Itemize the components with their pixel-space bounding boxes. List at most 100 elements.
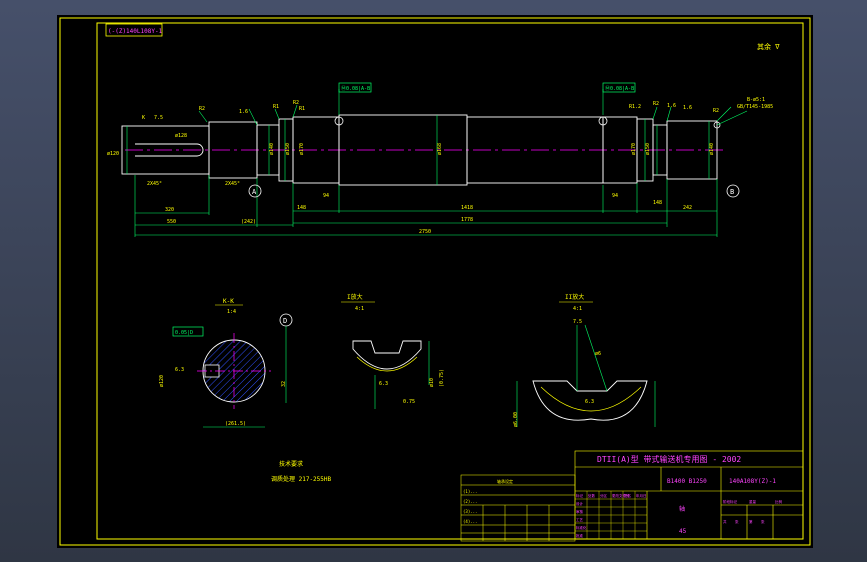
dim-top-3: R2 (293, 100, 299, 106)
section-kk-rough: 6.3 (175, 367, 184, 373)
tb-label-6: 设计 (576, 501, 584, 506)
tb-label-17: 张 (761, 519, 765, 524)
detail-a-shape (352, 340, 422, 370)
title-part-left: B1400 B1250 (667, 478, 707, 485)
tech-req-title: 技术要求 (279, 460, 303, 468)
detail-a-dim1: ø10 (429, 378, 435, 387)
detail-b-dim1: 7.5 (573, 319, 582, 325)
param-table-title: 轴承设定 (497, 478, 513, 484)
drawing-canvas[interactable]: (-(Z)140L108Y-1 其余 ∇ (57, 15, 813, 548)
datum-a-circle (248, 184, 262, 198)
detail-b-rough: 6.3 (585, 399, 594, 405)
section-kk-dim-key: 32 (281, 381, 287, 387)
groove-left (334, 116, 344, 126)
detail-b-dim2: ø6 (595, 351, 601, 357)
tb-label-12: 重量 (749, 499, 757, 504)
groove-right (598, 116, 608, 126)
dim-bot-6: 94 (612, 193, 618, 199)
dim-dia-4: ø170 (631, 143, 637, 155)
detail-b-dim3: ø6.00 (513, 412, 519, 427)
dim-left-4: 2X45° (147, 181, 162, 187)
tol-frame-left-box (338, 82, 372, 93)
dim-top-9: R2 (713, 108, 719, 114)
dim-bot-10: 2750 (419, 229, 431, 235)
tb-label-9: 标准化 (576, 525, 587, 530)
detail-a: I放大 4:1 ø10 (0.75) 0.75 6.3 (341, 293, 445, 409)
roughness-note: 其余 ∇ (757, 42, 780, 51)
tb-label-16: 第 (749, 519, 753, 524)
dim-dia-3: ø168 (437, 143, 443, 155)
tb-label-10: 批准 (576, 533, 584, 538)
dim-bot-2: (242) (241, 219, 256, 225)
tb-label-13: 比例 (775, 499, 783, 504)
tol-frame-left: Ⓜ0.08|A-B (341, 85, 370, 92)
dim-left-3: ø128 (175, 133, 187, 139)
drawing-sheet[interactable]: (-(Z)140L108Y-1 其余 ∇ (57, 15, 813, 548)
tech-req-line1: 调质处理 217-255HB (271, 475, 332, 483)
detail-a-dim3: 0.75 (403, 399, 415, 405)
dim-top-4: R1 (299, 106, 305, 112)
dim-dia-5: ø150 (645, 143, 651, 155)
section-kk-tol: 0.05|D (175, 330, 193, 336)
param-row-0: (1)... (463, 489, 477, 494)
dim-top-8: 1.6 (683, 105, 692, 111)
dim-top-6: R2 (653, 101, 659, 107)
detail-a-scale: 4:1 (355, 306, 364, 312)
dim-left-5: 2X45° (225, 181, 240, 187)
param-row-3: (4)... (463, 519, 477, 524)
dim-bot-5: 94 (323, 193, 329, 199)
tb-label-15: 张 (735, 519, 739, 524)
outer-frame (59, 17, 811, 546)
dim-bot-8: 242 (683, 205, 692, 211)
detail-a-title: I放大 (347, 293, 363, 301)
title-block (574, 450, 804, 540)
tb-label-4: 签名 (624, 493, 631, 498)
param-row-2: (3)... (463, 509, 477, 514)
tol-frame-right-box (602, 82, 636, 93)
dim-top-5: R1.2 (629, 104, 641, 110)
section-kk-dim-width: (261.5) (225, 421, 246, 427)
detail-b-scale: 4:1 (573, 306, 582, 312)
dim-top-0: R2 (199, 106, 205, 112)
dim-top-10: B-ø5:1 (747, 97, 765, 103)
shaft-main-view: A B Ⓜ0.08|A-B Ⓜ0.08|A-B R2 1.6 R1 R2 R1 … (107, 82, 773, 237)
dim-top-1: 1.6 (239, 109, 248, 115)
tb-label-3: 更改文件号 (612, 493, 630, 498)
inner-frame (96, 22, 804, 540)
dim-top-2: R1 (273, 104, 279, 110)
dim-dia-6: ø140 (709, 143, 715, 155)
dim-bot-1: 550 (167, 219, 176, 225)
drawing-id-box: (-(Z)140L108Y-1 (108, 28, 163, 35)
title-part-right: 140A108Y(Z)-1 (729, 478, 776, 485)
dim-top-7: 1.6 (667, 103, 676, 109)
datum-b: B (730, 188, 734, 196)
dim-left-0: ø120 (107, 151, 119, 157)
title-name: 轴 (679, 505, 685, 513)
title-material: 45 (679, 528, 687, 535)
tb-label-2: 分区 (600, 493, 608, 498)
datum-a: A (252, 188, 257, 196)
detail-b-shape (532, 380, 648, 421)
center-hole (713, 121, 721, 129)
section-kk-scale: 1:4 (227, 309, 236, 315)
section-kk-dim-height: ø120 (159, 375, 165, 387)
tb-label-0: 标记 (576, 493, 584, 498)
tb-label-14: 共 (723, 519, 727, 524)
tb-label-8: 工艺 (576, 517, 584, 522)
tb-label-11: 阶段标记 (723, 499, 737, 504)
parameter-table (460, 474, 576, 542)
datum-b-circle (726, 184, 740, 198)
dim-left-1: K (142, 115, 145, 121)
detail-b-title: II放大 (565, 293, 584, 301)
shaft-seg-11 (666, 120, 718, 180)
dim-bot-4: 1418 (461, 205, 473, 211)
dim-bot-7: 148 (653, 200, 662, 206)
param-row-1: (2)... (463, 499, 477, 504)
dim-dia-2: ø170 (299, 143, 305, 155)
section-kk-tol-box (172, 326, 204, 337)
shaft-keyway (135, 143, 204, 157)
tol-frame-right: Ⓜ0.08|A-B (605, 85, 634, 92)
tb-label-1: 处数 (588, 493, 596, 498)
title-main: DTII(A)型 带式输送机专用图 - 2002 (597, 454, 741, 464)
